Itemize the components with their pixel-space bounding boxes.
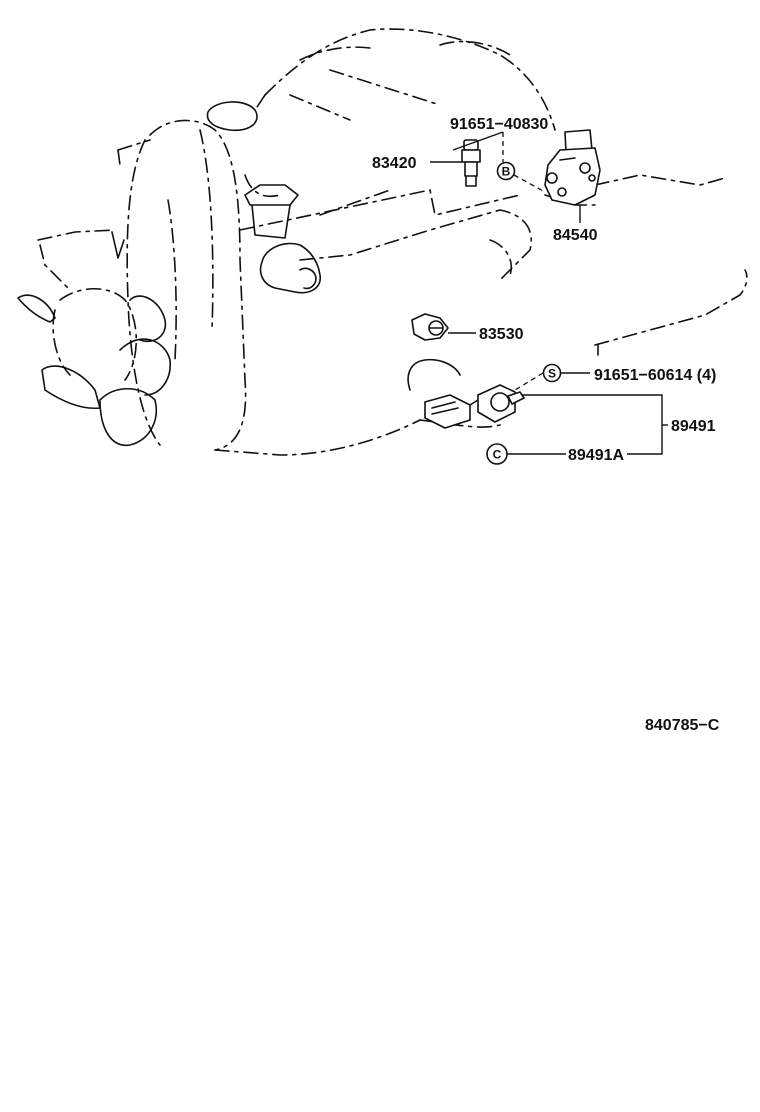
svg-text:B: B [502, 165, 511, 179]
drawing-id: 840785−C [645, 717, 720, 734]
part-83530-drawing [411, 313, 449, 341]
svg-text:S: S [548, 367, 556, 381]
symbol-c: C [493, 448, 502, 462]
label-83530: 83530 [479, 326, 524, 343]
leader-lines [430, 131, 668, 455]
symbol-s: S [542, 363, 562, 383]
part-89491-drawing [424, 384, 525, 429]
label-89491: 89491 [671, 418, 716, 435]
label-89491A: 89491A [568, 447, 624, 464]
symbol-b: B [496, 161, 516, 181]
label-84540: 84540 [553, 227, 598, 244]
svg-text:C: C [493, 448, 502, 462]
part-83420-drawing [461, 139, 481, 187]
label-91651-60614: 91651−60614 (4) [594, 367, 716, 384]
label-91651-40830: 91651−40830 [450, 116, 548, 133]
part-84540-drawing [544, 129, 601, 206]
engine-outline [17, 28, 748, 456]
label-83420: 83420 [372, 155, 417, 172]
